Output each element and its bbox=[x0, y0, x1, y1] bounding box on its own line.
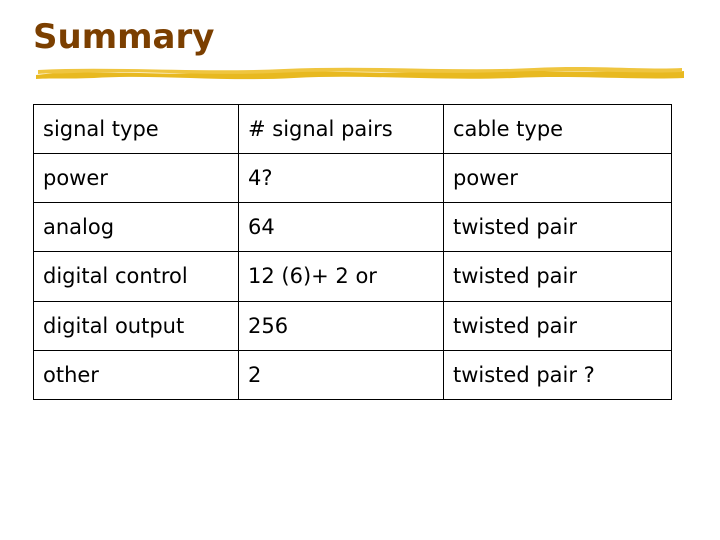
cell-signal-pairs: 64 bbox=[238, 202, 444, 253]
table-row: digital control 12 (6)+ 2 or twisted pai… bbox=[33, 251, 672, 302]
cell-signal-type: analog bbox=[33, 202, 239, 253]
table-row: other 2 twisted pair ? bbox=[33, 349, 672, 400]
cell-signal-pairs: 2 bbox=[238, 349, 444, 400]
cell-signal-pairs: 4? bbox=[238, 153, 444, 204]
summary-table-container: signal type # signal pairs cable type po… bbox=[33, 103, 672, 400]
cell-signal-type: other bbox=[33, 349, 239, 400]
cell-cable-type: twisted pair bbox=[443, 300, 672, 351]
cell-signal-type: power bbox=[33, 153, 239, 204]
cell-cable-type: twisted pair bbox=[443, 202, 672, 253]
cell-cable-type: twisted pair ? bbox=[443, 349, 672, 400]
cell-signal-type: digital output bbox=[33, 300, 239, 351]
cell-cable-type: twisted pair bbox=[443, 251, 672, 302]
page-title: Summary bbox=[33, 17, 215, 57]
cell-signal-type: digital control bbox=[33, 251, 239, 302]
column-header-cable-type: cable type bbox=[443, 103, 672, 155]
table-row: digital output 256 twisted pair bbox=[33, 300, 672, 351]
table-header-row: signal type # signal pairs cable type bbox=[33, 103, 672, 155]
cell-signal-pairs: 256 bbox=[238, 300, 444, 351]
summary-table: signal type # signal pairs cable type po… bbox=[33, 103, 672, 400]
table-row: power 4? power bbox=[33, 153, 672, 204]
title-underline-brushstroke bbox=[36, 67, 684, 80]
cell-cable-type: power bbox=[443, 153, 672, 204]
cell-signal-pairs: 12 (6)+ 2 or bbox=[238, 251, 444, 302]
table-row: analog 64 twisted pair bbox=[33, 202, 672, 253]
column-header-signal-type: signal type bbox=[33, 103, 239, 155]
column-header-signal-pairs: # signal pairs bbox=[238, 103, 444, 155]
